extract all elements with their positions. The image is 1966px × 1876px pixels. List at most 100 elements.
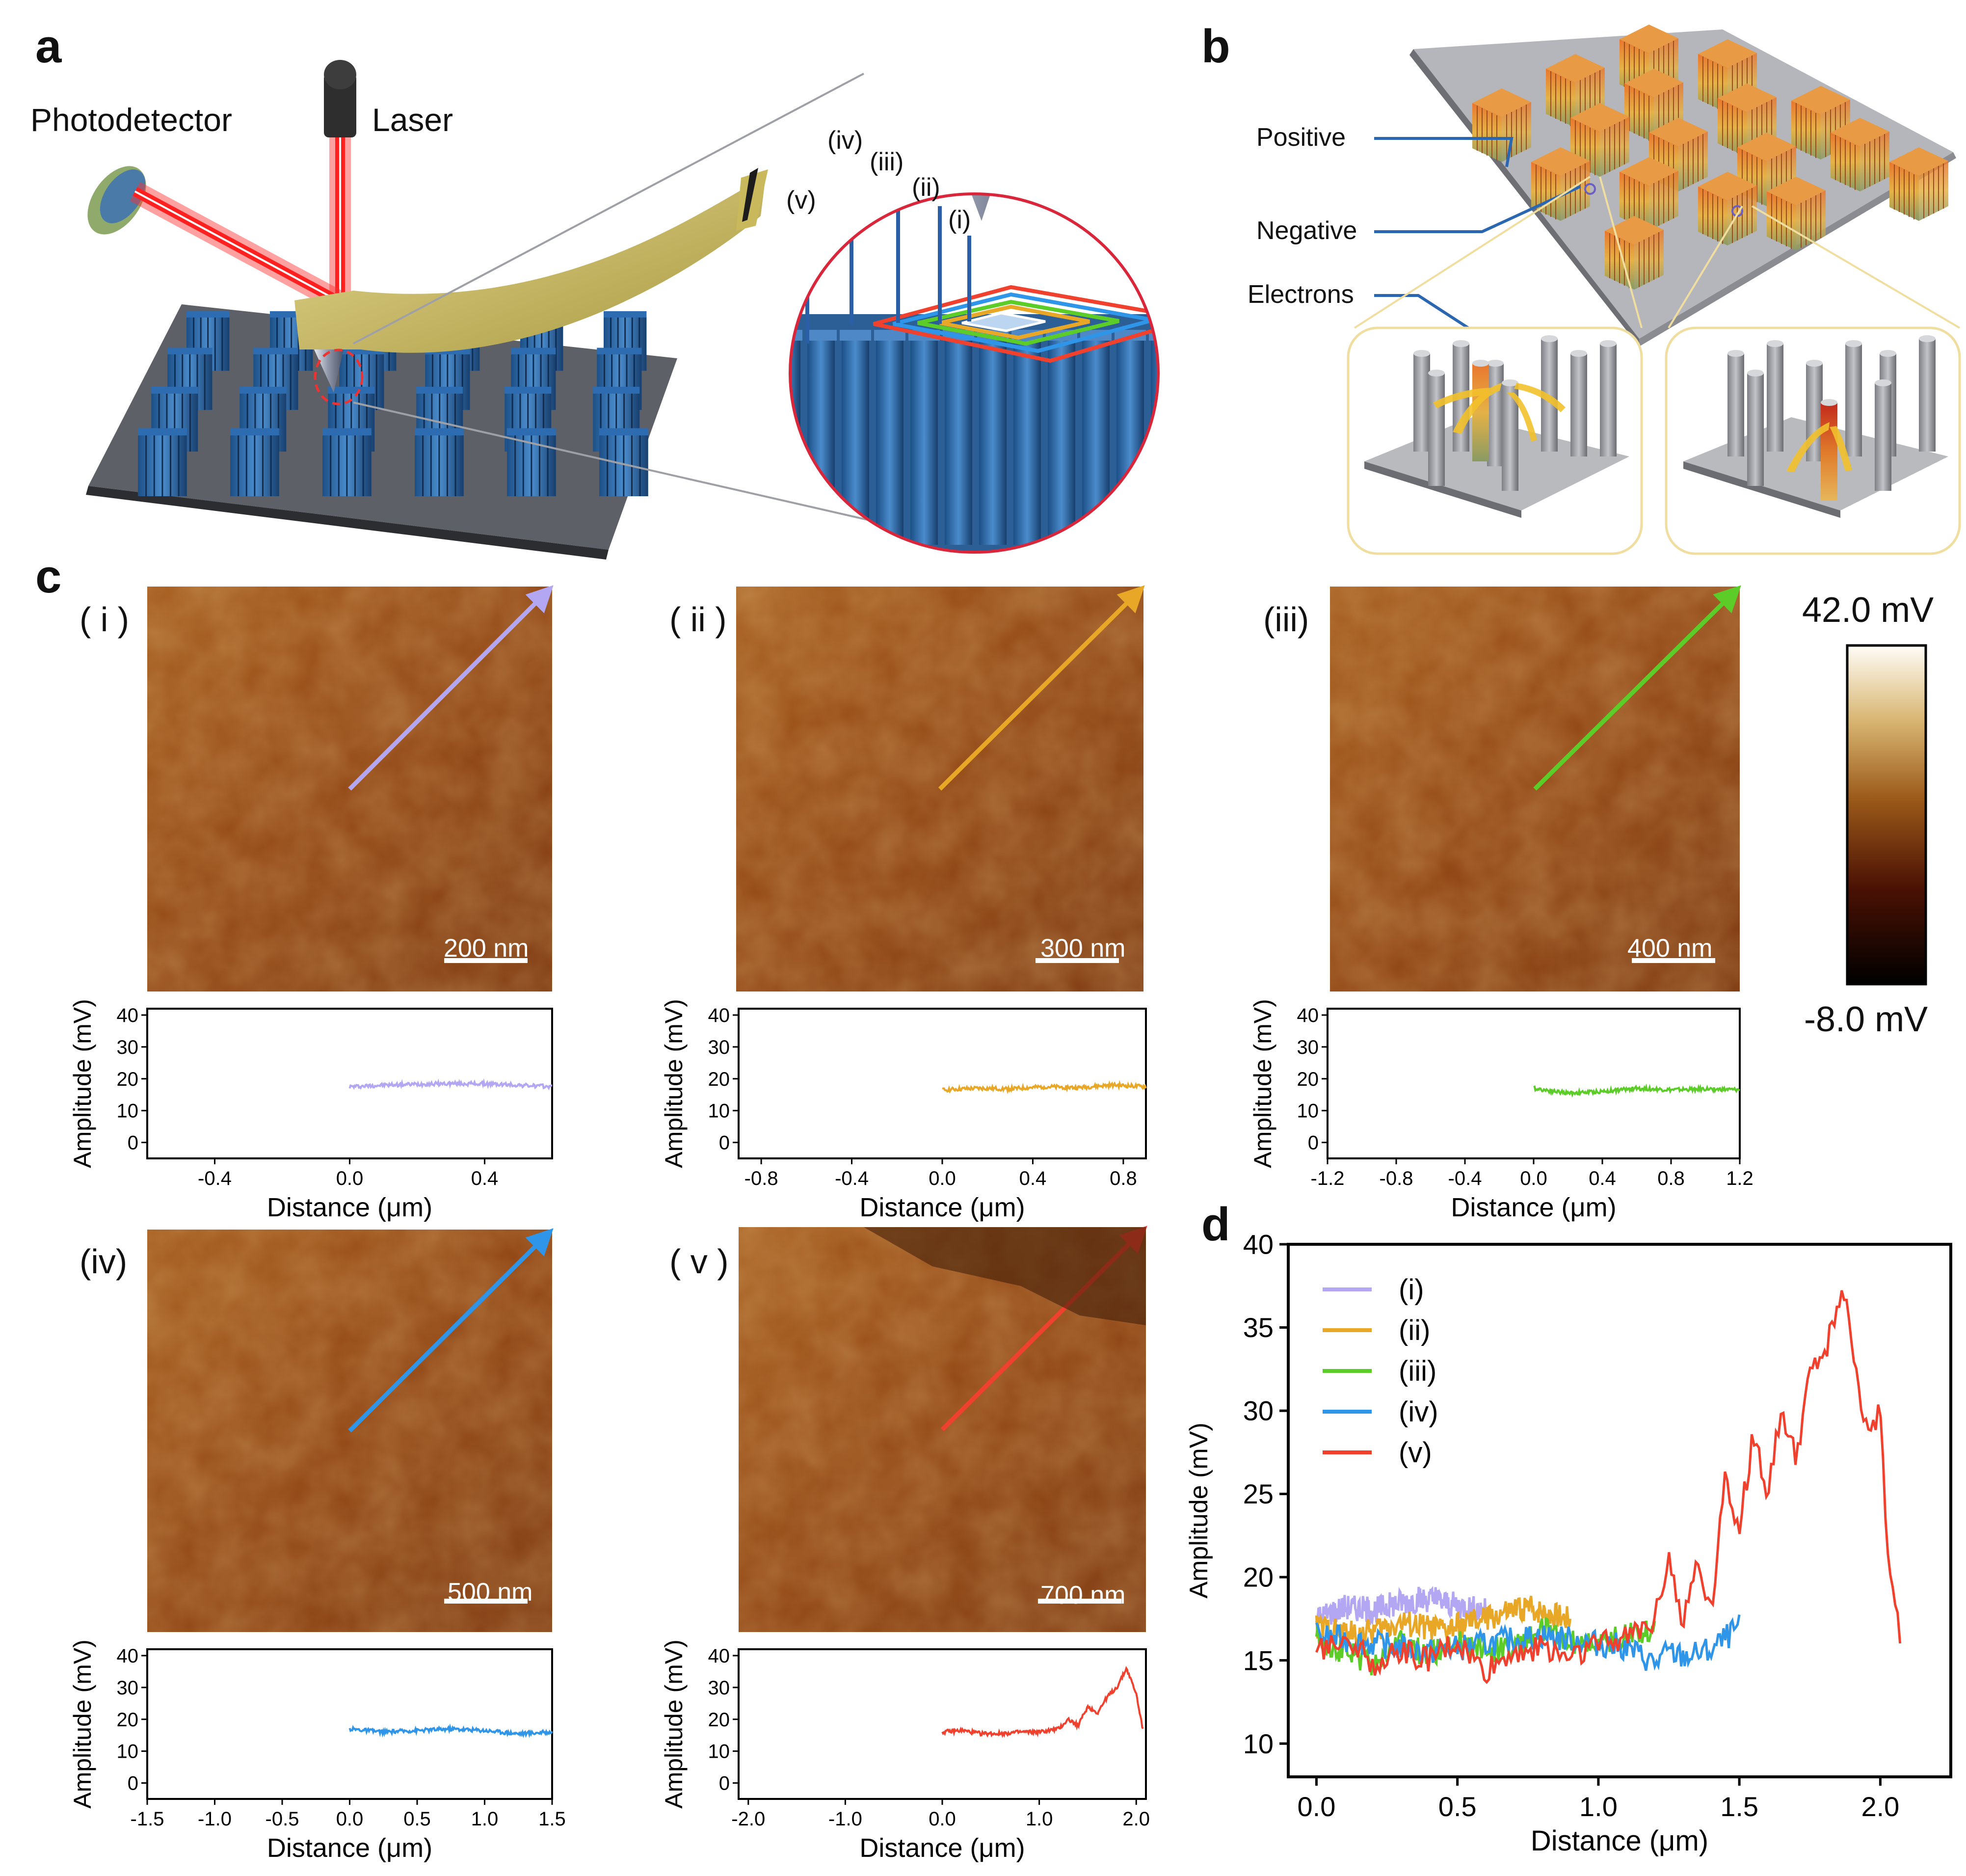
- legend-label: (iii): [1399, 1355, 1436, 1387]
- y-tick-label: 40: [708, 1645, 730, 1667]
- y-tick-label: 20: [1297, 1069, 1319, 1090]
- orange-block-top: [1767, 177, 1826, 205]
- laser-source-icon: [324, 60, 356, 137]
- orange-block-top: [1570, 103, 1629, 132]
- y-tick-label: 40: [1243, 1229, 1274, 1260]
- orange-block-top: [1698, 39, 1757, 68]
- y-tick-label: 10: [117, 1741, 139, 1763]
- y-tick-label: 20: [708, 1069, 730, 1090]
- orange-block-top: [1791, 86, 1850, 114]
- tip-location-marker: [314, 348, 364, 405]
- grey-pillar: [1845, 344, 1862, 456]
- grey-pillar: [1747, 373, 1764, 486]
- scalebar-label-iii: 400 nm: [1627, 934, 1713, 963]
- y-tick-label: 10: [117, 1100, 139, 1122]
- legend-label: (i): [1399, 1274, 1424, 1306]
- inset-pillar: [979, 339, 1007, 545]
- cantilever: [294, 168, 768, 393]
- orange-block-top: [1718, 83, 1777, 112]
- y-tick-label: 0: [128, 1132, 138, 1154]
- scan-line-arrow-i: [348, 585, 554, 791]
- legend-label: (v): [1399, 1437, 1432, 1469]
- x-tick-label: 1.0: [1026, 1808, 1053, 1830]
- y-tick-label: 15: [1243, 1645, 1274, 1676]
- grey-pillar: [1428, 373, 1445, 486]
- scalebar: [1632, 958, 1715, 963]
- inset-pillar-top: [874, 330, 905, 341]
- x-tick-label: -0.8: [1380, 1168, 1413, 1189]
- x-tick-label: 0.0: [336, 1168, 364, 1189]
- orange-block-top: [1624, 69, 1683, 97]
- x-tick-label: 0.0: [1298, 1791, 1336, 1822]
- y-tick-label: 40: [1297, 1005, 1319, 1026]
- y-tick-label: 0: [719, 1773, 730, 1795]
- negative-marker: [1584, 183, 1596, 195]
- y-tick-label: 10: [708, 1741, 730, 1763]
- x-tick-label: 1.2: [1726, 1168, 1753, 1189]
- inset-label-ii: (ii): [912, 173, 940, 202]
- y-tick-label: 40: [117, 1645, 139, 1667]
- x-tick-label: -0.4: [198, 1168, 232, 1189]
- panel-letter-c: c: [35, 550, 62, 603]
- colorbar: [1846, 644, 1927, 986]
- y-axis-label: Amplitude (mV): [660, 999, 688, 1168]
- x-tick-label: 0.0: [1520, 1168, 1547, 1189]
- x-tick-label: -0.4: [1448, 1168, 1482, 1189]
- map-label-v: ( v ): [669, 1242, 729, 1281]
- x-tick-label: 0.5: [1438, 1791, 1477, 1822]
- legend-label: (ii): [1399, 1314, 1430, 1346]
- scalebar: [1038, 1599, 1121, 1604]
- x-axis-label: Distance (μm): [267, 1833, 432, 1863]
- series-line: [942, 1080, 1147, 1095]
- series-line: [348, 1723, 553, 1739]
- x-tick-label: -0.4: [835, 1168, 869, 1189]
- y-tick-label: 10: [708, 1100, 730, 1122]
- y-tick-label: 30: [708, 1677, 730, 1699]
- x-tick-label: -1.0: [828, 1808, 862, 1830]
- x-tick-label: -1.2: [1311, 1168, 1345, 1189]
- x-axis-label: Distance (μm): [859, 1193, 1025, 1222]
- x-tick-label: 1.0: [471, 1808, 499, 1830]
- x-tick-label: 1.5: [538, 1808, 566, 1830]
- scan-line-arrow-ii: [938, 585, 1145, 791]
- map-label-iv: (iv): [80, 1242, 128, 1281]
- x-tick-label: 0.5: [403, 1808, 431, 1830]
- label-negative: Negative: [1256, 216, 1357, 245]
- scalebar: [444, 958, 528, 963]
- scalebar-label-ii: 300 nm: [1040, 934, 1126, 963]
- y-axis-label: Amplitude (mV): [69, 1639, 96, 1809]
- scalebar-label-i: 200 nm: [444, 934, 529, 963]
- orange-block-top: [1620, 25, 1678, 53]
- electron-sink-pillar: [1821, 402, 1837, 501]
- plot-frame: [146, 1648, 553, 1800]
- series-line: [941, 1666, 1144, 1738]
- x-tick-label: 0.8: [1657, 1168, 1685, 1189]
- panel-b-pillar-array-schematic: [1347, 25, 1961, 555]
- x-tick-label: -1.0: [198, 1808, 232, 1830]
- y-tick-label: 20: [117, 1709, 139, 1731]
- x-axis-label: Distance (μm): [859, 1833, 1025, 1863]
- plot-frame: [738, 1008, 1147, 1159]
- grey-pillar: [1767, 344, 1783, 452]
- y-tick-label: 20: [708, 1709, 730, 1731]
- x-tick-label: 2.0: [1861, 1791, 1899, 1822]
- series-line: [348, 1078, 553, 1091]
- x-tick-label: -1.5: [131, 1808, 164, 1830]
- orange-block-top: [1831, 118, 1889, 146]
- grey-pillar: [1727, 353, 1744, 456]
- x-tick-label: 2.0: [1122, 1808, 1150, 1830]
- y-tick-label: 40: [117, 1005, 139, 1026]
- inset-pillar: [1013, 339, 1041, 545]
- map-label-i: ( i ): [80, 600, 130, 639]
- scalebar-label-v: 700 nm: [1040, 1581, 1126, 1609]
- x-tick-label: 0.4: [471, 1168, 499, 1189]
- map-v-dark-region: [864, 1227, 1146, 1325]
- map-label-ii: ( ii ): [669, 600, 727, 639]
- pillar-block-array: [138, 311, 648, 496]
- orange-block-top: [1546, 54, 1605, 82]
- scalebar: [444, 1599, 528, 1604]
